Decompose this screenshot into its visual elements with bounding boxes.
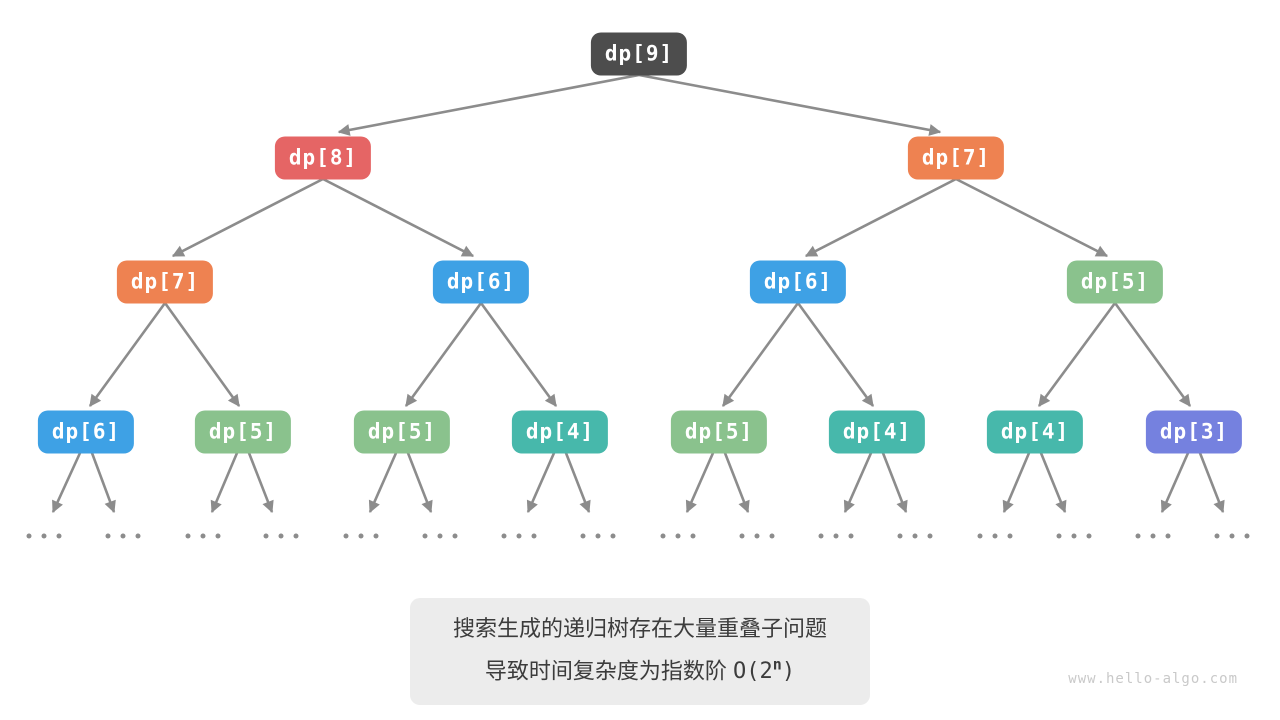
ellipsis-leaf (343, 533, 379, 539)
formula-base: O(2 (733, 659, 773, 685)
ellipsis-leaf (501, 533, 537, 539)
tree-edge-arrow (1113, 302, 1192, 407)
tree-edge-arrow (955, 177, 1109, 258)
ellipsis-leaf (1056, 533, 1092, 539)
tree-node: dp[4] (828, 410, 926, 454)
tree-edge-arrow (163, 302, 241, 407)
tree-edge-arrow (721, 302, 800, 407)
caption-line1: 搜索生成的递归树存在大量重叠子问题 (452, 616, 827, 641)
ellipsis-leaf (818, 533, 854, 539)
tree-edge-arrow (210, 452, 239, 513)
formula-close: ) (781, 659, 796, 685)
tree-node: dp[5] (1066, 260, 1164, 304)
tree-node: dp[7] (907, 136, 1005, 180)
ellipsis-leaf (660, 533, 696, 539)
tree-edge-arrow (171, 177, 324, 258)
ellipsis-leaf (1214, 533, 1250, 539)
tree-edge-arrow (843, 452, 873, 513)
tree-node: dp[6] (37, 410, 135, 454)
tree-node: dp[5] (194, 410, 292, 454)
tree-edge-arrow (479, 302, 558, 407)
tree-edge-arrow (51, 452, 82, 513)
tree-edge-arrow (88, 302, 167, 407)
tree-edge-arrow (404, 302, 483, 407)
tree-edge-arrow (1002, 452, 1031, 513)
ellipsis-leaf (263, 533, 299, 539)
tree-edge-arrow (796, 302, 875, 407)
tree-edge-arrow (322, 177, 475, 258)
ellipsis-leaf (422, 533, 458, 539)
ellipsis-leaf (739, 533, 775, 539)
tree-edge-arrow (804, 177, 957, 258)
tree-edge-arrow (406, 452, 433, 514)
caption-box: 搜索生成的递归树存在大量重叠子问题 导致时间复杂度为指数阶 O(2n) (410, 598, 870, 706)
tree-edge-arrow (1037, 302, 1117, 407)
tree-edge-arrow (368, 452, 398, 513)
ellipsis-leaf (977, 533, 1013, 539)
tree-node: dp[3] (1145, 410, 1243, 454)
tree-edge-arrow (337, 73, 640, 136)
tree-edge-arrow (1160, 452, 1190, 513)
formula-exponent: n (772, 656, 782, 674)
ellipsis-leaf (185, 533, 221, 539)
tree-edge-arrow (1198, 452, 1225, 514)
complexity-formula: O(2n) (733, 656, 796, 685)
tree-node: dp[5] (670, 410, 768, 454)
tree-node: dp[9] (590, 32, 688, 76)
tree-node: dp[8] (274, 136, 372, 180)
tree-edge-arrow (1039, 452, 1067, 514)
tree-edge-arrow (723, 452, 750, 514)
tree-node: dp[7] (116, 260, 214, 304)
ellipsis-leaf (26, 533, 62, 539)
tree-edge-arrow (247, 452, 274, 514)
tree-edge-arrow (638, 73, 942, 136)
tree-node: dp[4] (511, 410, 609, 454)
tree-node: dp[5] (353, 410, 451, 454)
tree-edge-arrow (881, 452, 908, 514)
tree-edge-arrow (685, 452, 715, 513)
tree-node: dp[6] (749, 260, 847, 304)
tree-node: dp[4] (986, 410, 1084, 454)
tree-edge-arrow (526, 452, 556, 513)
tree-edge-arrow (564, 452, 591, 514)
tree-edge-arrow (90, 452, 116, 514)
watermark: www.hello-algo.com (1068, 671, 1238, 687)
ellipsis-leaf (897, 533, 933, 539)
caption-line2: 导致时间复杂度为指数阶 O(2n) (410, 647, 870, 690)
tree-node: dp[6] (432, 260, 530, 304)
ellipsis-leaf (105, 533, 141, 539)
ellipsis-leaf (1135, 533, 1171, 539)
ellipsis-leaf (580, 533, 616, 539)
caption-line2-text: 导致时间复杂度为指数阶 (484, 658, 734, 684)
